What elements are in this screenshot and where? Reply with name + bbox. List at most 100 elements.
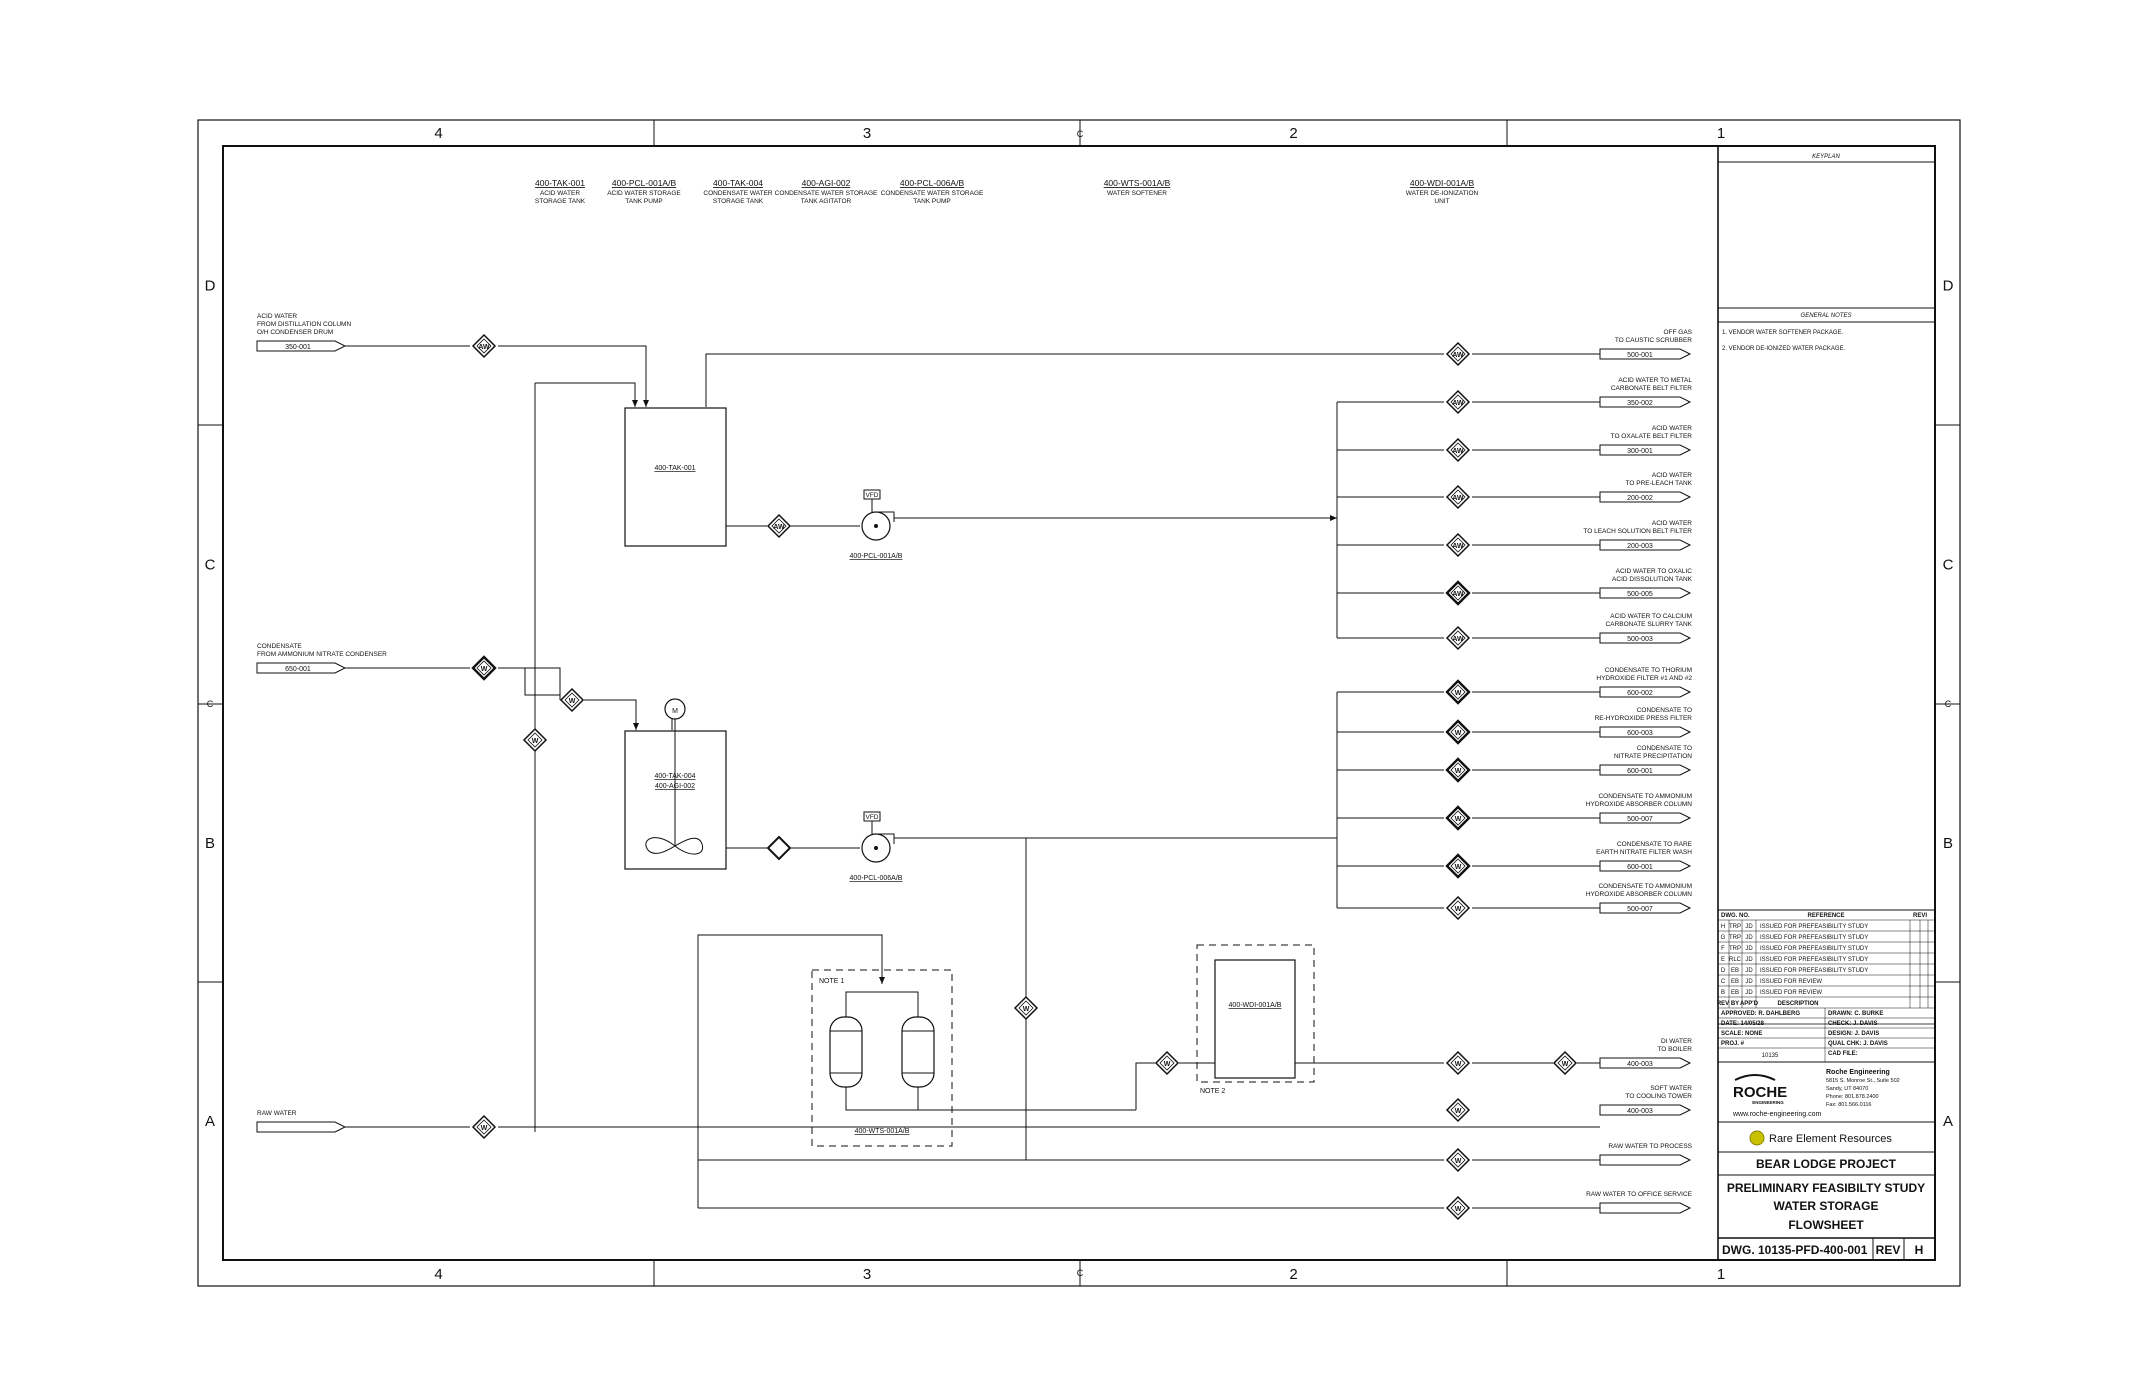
grid-row-right-C: C [1943, 557, 1954, 574]
inlet-tag: 350-001 [285, 344, 311, 351]
vessel-wts[interactable]: NOTE 1 400-WTS-001A/B [811, 969, 1136, 1147]
equipment-header-desc: ACID WATER [540, 190, 580, 197]
outlet-stream-diamond: W [1445, 1097, 1471, 1123]
equipment-header-tag: 400-AGI-002 [802, 178, 851, 188]
vessel-wdi[interactable]: 400-WDI-001A/B NOTE 2 [1196, 944, 1315, 1095]
rev-row-rev: E [1721, 957, 1725, 963]
inlet-stream-diamond-label: W [481, 666, 488, 673]
equipment-header-desc: CONDENSATE WATER STORAGE [775, 190, 878, 197]
outlet-tag: 600-001 [1627, 864, 1653, 871]
rev-row-by: TRP [1729, 946, 1741, 952]
outlet-label: SOFT WATER [1650, 1085, 1692, 1092]
rev-row-rev: D [1721, 968, 1726, 974]
outlet-label: TO BOILER [1657, 1046, 1692, 1053]
outlet-stream-diamond: AW [1445, 389, 1471, 415]
outlet-tag: 500-005 [1627, 591, 1653, 598]
vfd-label-2: VFD [866, 814, 879, 821]
outlet-label: ACID DISSOLUTION TANK [1612, 576, 1693, 583]
outlet-stream-diamond-label: W [1455, 906, 1462, 913]
inlet-label: ACID WATER [257, 313, 297, 320]
outlet-tag: 500-003 [1627, 636, 1653, 643]
outlet-tag: 500-001 [1627, 352, 1653, 359]
outlet-label: ACID WATER [1652, 472, 1692, 479]
outlet-stream-diamond-label: AW [1452, 543, 1464, 550]
outlet-tag: 200-002 [1627, 495, 1653, 502]
outlet-stream-diamond: AW [1445, 437, 1471, 463]
grid-row-left-C: C [205, 557, 216, 574]
rev-row-desc: ISSUED FOR REVIEW [1760, 979, 1822, 985]
equipment-header-desc: WATER DE-IONIZATION [1406, 190, 1479, 197]
outlet-label: DI WATER [1661, 1038, 1692, 1045]
grid-row-right-A: A [1943, 1113, 1953, 1130]
rev-header-dwg: DWG. NO. [1721, 913, 1750, 919]
rev-row-rev: C [1721, 979, 1726, 985]
center-mark-left: C [207, 699, 214, 709]
rev-row-rev: G [1721, 935, 1726, 941]
outlet-tag: 400-003 [1627, 1108, 1653, 1115]
equipment-header-tag: 400-WDI-001A/B [1410, 178, 1475, 188]
equipment-header-desc: TANK AGITATOR [801, 198, 852, 205]
rev-row-by: EB [1731, 990, 1739, 996]
equipment-header-tag: 400-TAK-001 [535, 178, 585, 188]
company-block: ROCHE ENGINEERING Roche Engineering 5815… [1718, 1061, 1935, 1260]
equipment-header-desc: CONDENSATE WATER STORAGE [881, 190, 984, 197]
rev-col-header: DESCRIPTION [1777, 1001, 1818, 1007]
outlet-label: CONDENSATE TO THORIUM [1605, 667, 1692, 674]
rev-row-appd: JD [1745, 968, 1753, 974]
agitator-impeller-icon [645, 837, 704, 855]
outlet-stream-diamond-label: AW [1452, 352, 1464, 359]
outlet-label: RAW WATER TO OFFICE SERVICE [1586, 1191, 1693, 1198]
outlet-label: EARTH NITRATE FILTER WASH [1596, 849, 1692, 856]
vessel-tak001[interactable]: 400-TAK-001 [624, 407, 727, 547]
general-note-1: 1. VENDOR WATER SOFTENER PACKAGE. [1722, 330, 1844, 336]
outlet-label: TO OXALATE BELT FILTER [1611, 433, 1693, 440]
agitator-motor[interactable]: M [664, 698, 686, 720]
approval-left: SCALE: NONE [1721, 1031, 1762, 1037]
pump-pcl006[interactable]: VFD 400-PCL-006A/B [850, 811, 903, 882]
inlet-label: FROM AMMONIUM NITRATE CONDENSER [257, 651, 387, 658]
rev-col-header: BY [1731, 1001, 1739, 1007]
equipment-header-tag: 400-WTS-001A/B [1104, 178, 1171, 188]
svg-text:AW: AW [773, 524, 785, 531]
outlet-stream-diamond-label: AW [1452, 495, 1464, 502]
outlet-stream-diamond: W [1445, 679, 1471, 705]
outlet-label: TO CAUSTIC SCRUBBER [1615, 337, 1692, 344]
pump-pcl001[interactable]: VFD 400-PCL-001A/B [850, 489, 903, 560]
svg-text:W: W [532, 738, 539, 745]
inner-border [222, 145, 1936, 1261]
inlet-tag: 650-001 [285, 666, 311, 673]
outlet-label: CARBONATE BELT FILTER [1611, 385, 1692, 392]
outer-border [197, 119, 1961, 1287]
svg-text:W: W [1023, 1006, 1030, 1013]
outlet-stream-diamond-label: W [1455, 816, 1462, 823]
wdi-tag: 400-WDI-001A/B [1229, 1002, 1282, 1009]
rev-row-desc: ISSUED FOR PREFEASIBILITY STUDY [1760, 924, 1868, 930]
grid-col-bottom-1: 1 [1717, 1266, 1725, 1283]
general-note-2: 2. VENDOR DE-IONIZED WATER PACKAGE. [1722, 346, 1846, 352]
grid-zone-lines [198, 120, 1960, 1286]
outlet-tag: 200-003 [1627, 543, 1653, 550]
vessel-tak004[interactable]: 400-TAK-004 400-AGI-002 [624, 718, 727, 870]
rev-row-appd: JD [1745, 957, 1753, 963]
